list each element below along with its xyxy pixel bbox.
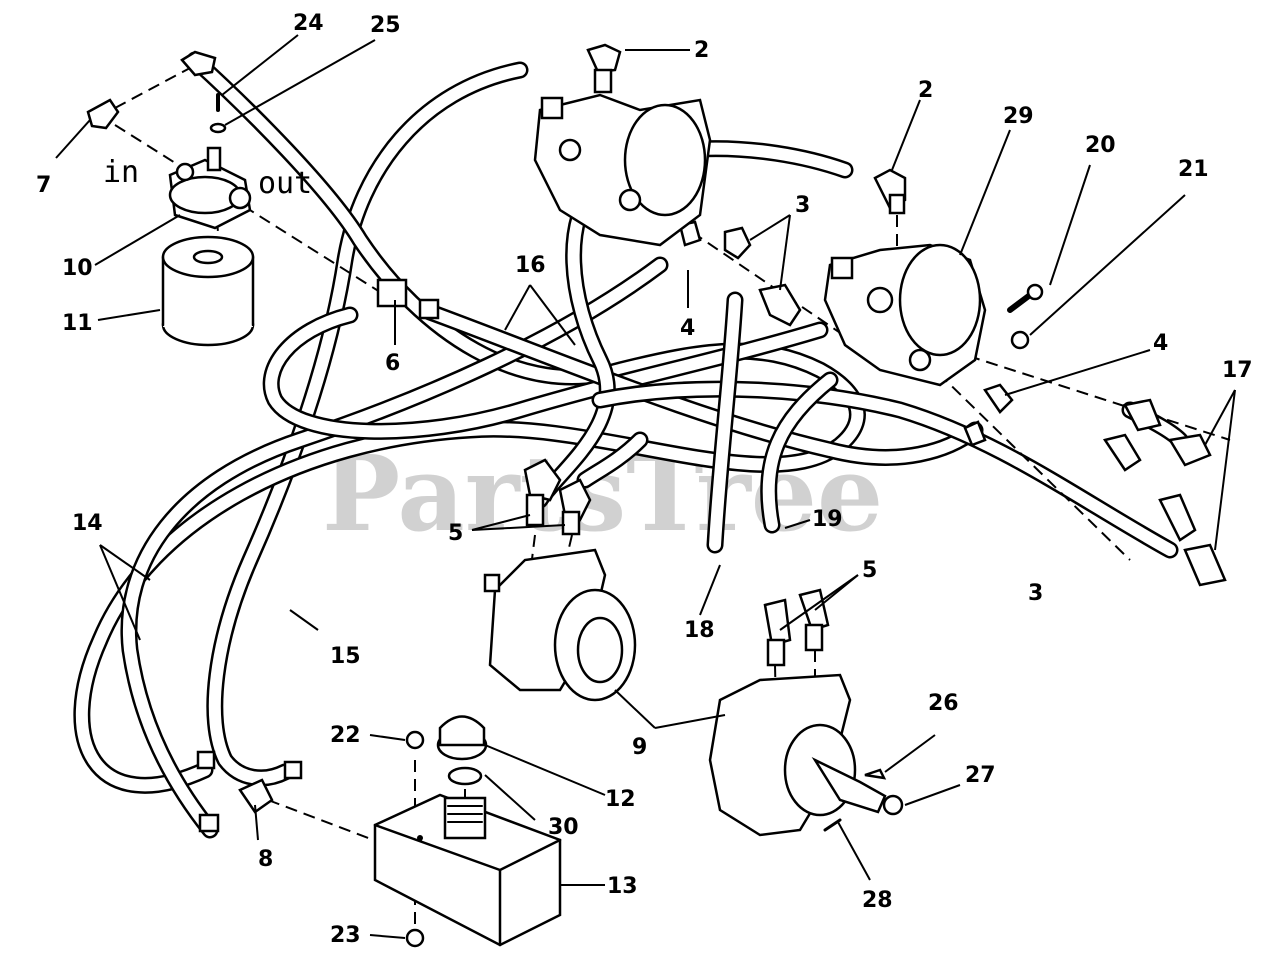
bolt [1007,283,1044,313]
reservoir-tank [373,793,562,947]
reservoir-cap [436,715,488,761]
callout-3: 3 [1028,581,1043,606]
callout-12: 12 [605,787,636,812]
callout-11: 11 [62,311,93,336]
callout-4: 4 [680,316,695,341]
callout-2: 2 [694,38,709,63]
gasket [447,766,483,786]
callout-8: 8 [258,847,273,872]
in-label: in [103,155,139,190]
watermark: PartsTree [322,432,883,555]
callout-25: 25 [370,13,401,38]
callout-6: 6 [385,351,400,376]
callout-21: 21 [1178,157,1209,182]
callout-24: 24 [293,11,324,36]
callout-30: 30 [548,815,579,840]
leader-lines [55,34,1236,939]
callout-22: 22 [330,723,361,748]
callout-14: 14 [72,511,103,536]
cotter-pin [823,818,842,832]
fittings [86,43,1227,833]
callout-18: 18 [684,618,715,643]
callout-27: 27 [965,763,996,788]
callout-5: 5 [862,558,877,583]
callout-26: 26 [928,691,959,716]
callout-3: 3 [795,193,810,218]
callout-9: 9 [632,735,647,760]
callout-23: 23 [330,923,361,948]
plug-top [405,730,425,750]
callout-13: 13 [607,874,638,899]
callout-19: 19 [812,507,843,532]
hydraulic-pump-left [533,93,712,247]
callout-29: 29 [1003,104,1034,129]
callout-10: 10 [62,256,93,281]
callout-5: 5 [448,521,463,546]
oil-filter [161,235,255,347]
callout-2: 2 [918,78,933,103]
out-label: out [258,166,312,201]
callout-20: 20 [1085,133,1116,158]
filter-head [168,146,252,230]
callout-7: 7 [36,173,51,198]
hydraulic-pump-right [823,243,987,387]
hardware-24-25 [209,93,227,134]
callout-28: 28 [862,888,893,913]
callouts: 2 2 3 3 4 4 5 5 6 7 8 9 10 11 12 13 14 1… [36,11,1253,948]
wheel-motor-left [483,548,637,702]
nut [1010,330,1030,350]
wheel-motor-right [708,673,904,837]
callout-17: 17 [1222,358,1253,383]
callout-16: 16 [515,253,546,278]
callout-15: 15 [330,644,361,669]
plug-bottom [405,928,425,948]
callout-4: 4 [1153,331,1168,356]
